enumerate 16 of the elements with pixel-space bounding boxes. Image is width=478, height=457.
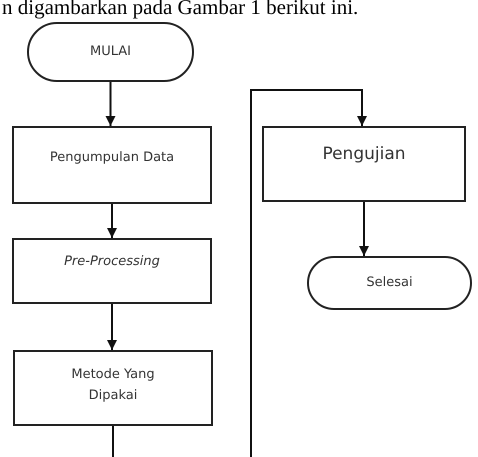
node-label: Metode Yang Dipakai [70, 366, 156, 406]
arrow [359, 202, 369, 256]
process-box [12, 238, 212, 304]
arrow [107, 204, 117, 238]
arrow [107, 304, 117, 350]
node-label: Pre-Processing [63, 254, 161, 270]
arrow [106, 82, 116, 126]
arrow [250, 89, 367, 457]
terminal-box [307, 256, 472, 310]
process-box [12, 126, 212, 204]
node-label: Pengumpulan Data [48, 150, 176, 166]
process-box [262, 126, 466, 202]
node-label: MULAI [89, 44, 132, 60]
node-label: Pengujian [321, 144, 407, 164]
node-label: Selesai [365, 275, 414, 291]
process-box [13, 350, 213, 426]
